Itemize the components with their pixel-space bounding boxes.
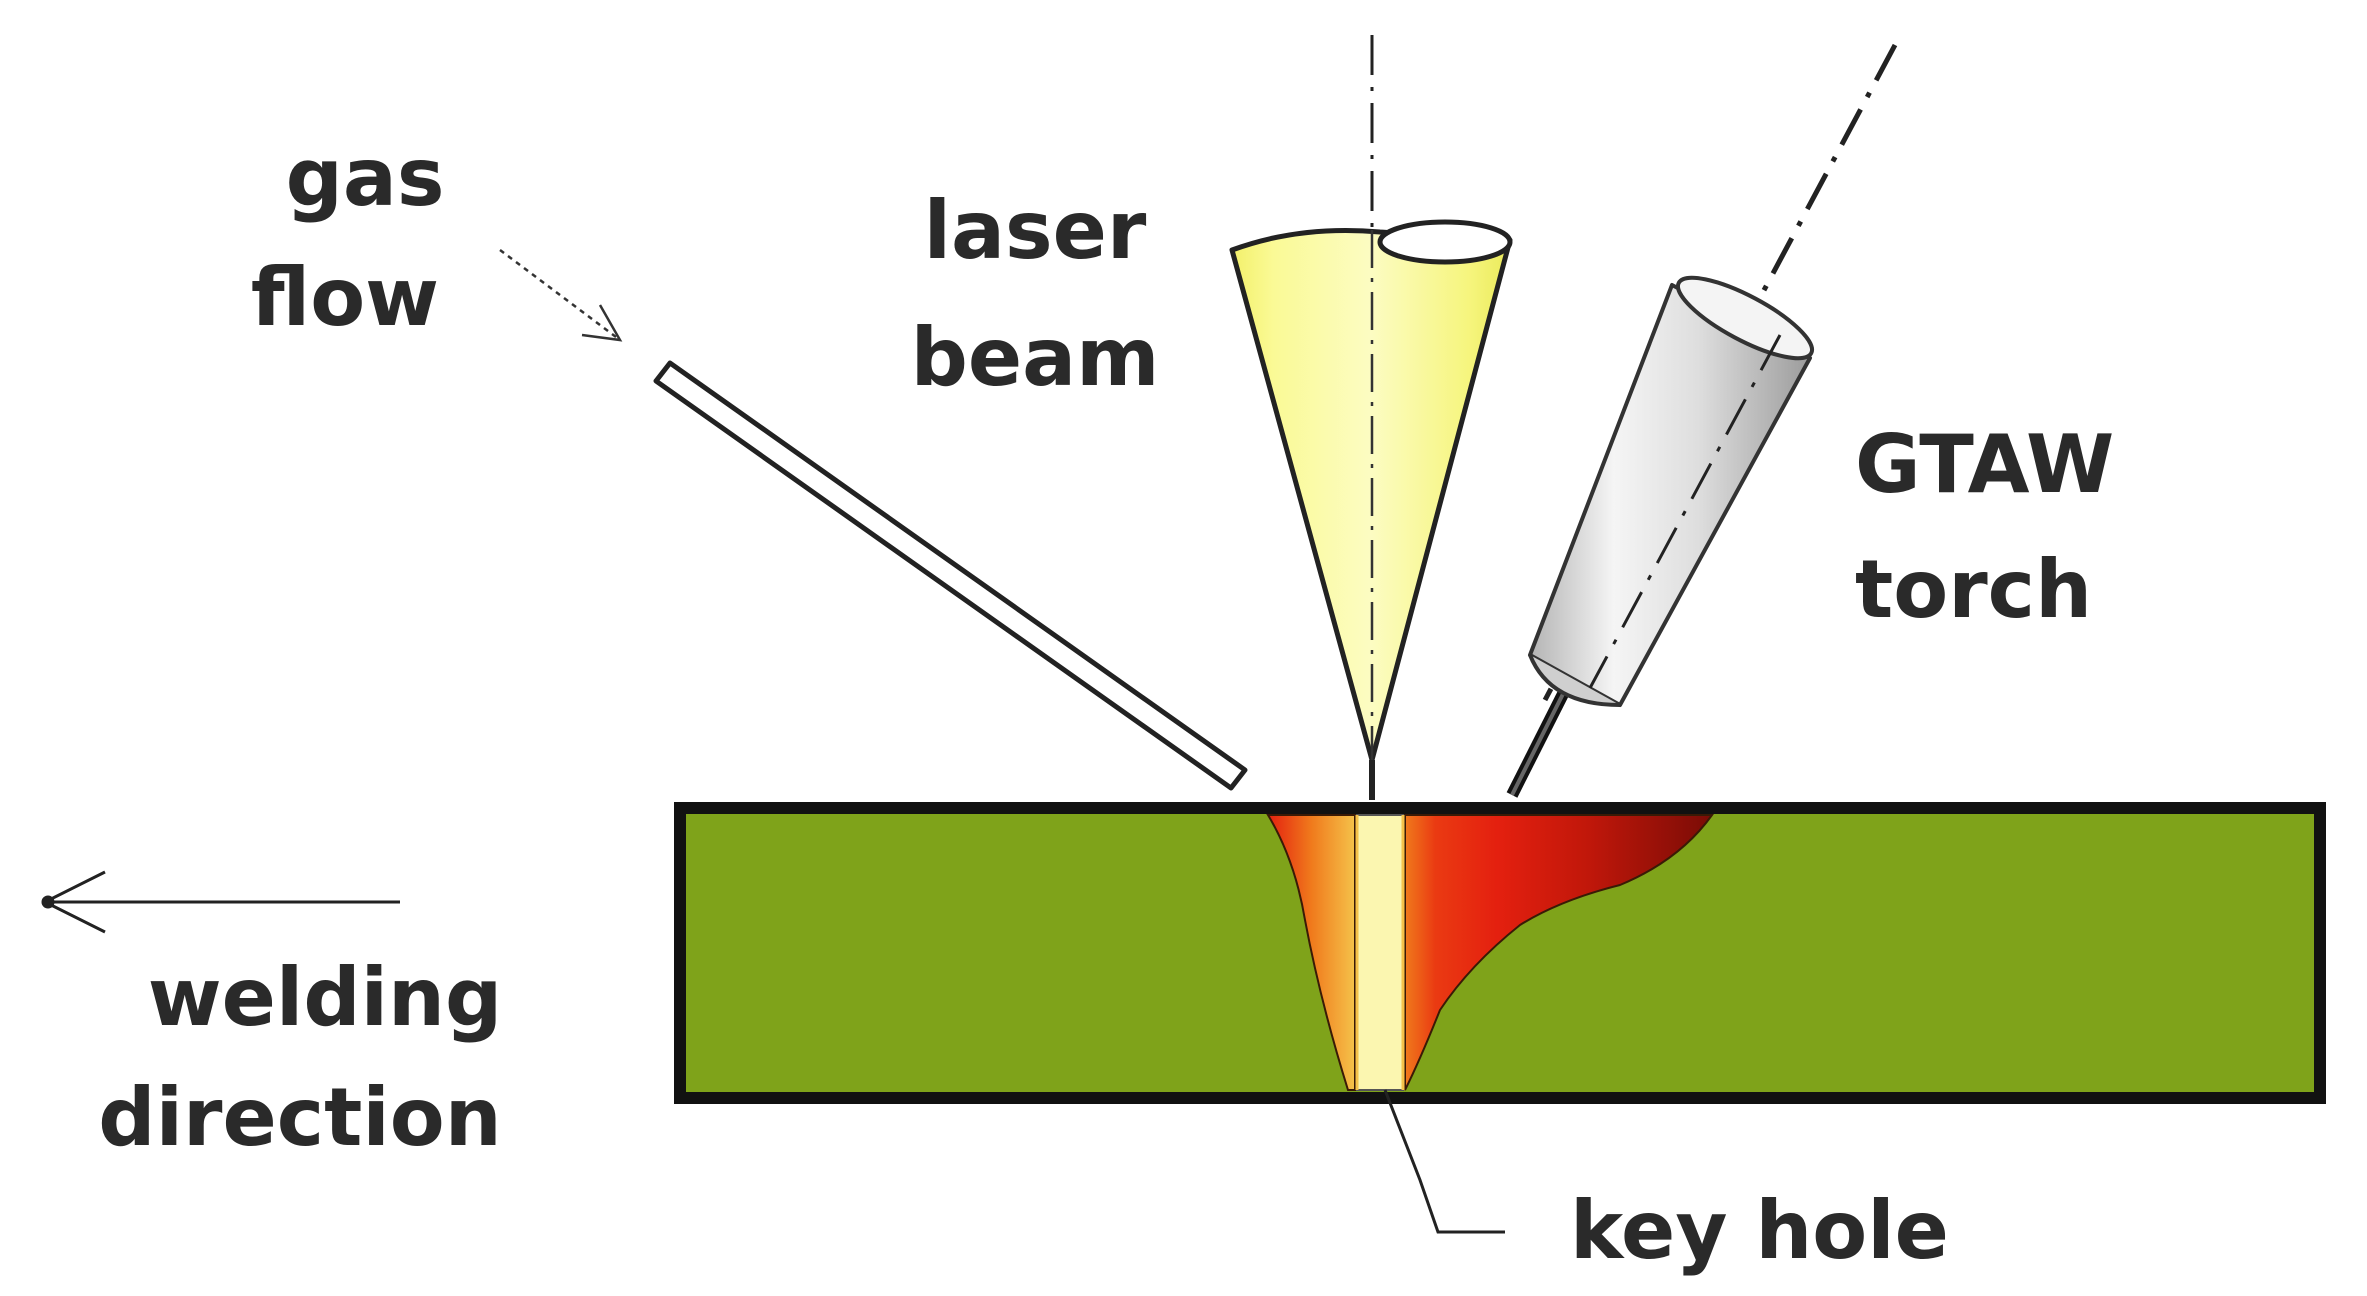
key-hole-leader [1383, 1089, 1505, 1234]
laser-cone-icon [1229, 219, 1513, 800]
gtaw-torch-icon [1506, 275, 1815, 798]
label-gas: gas [286, 131, 445, 224]
keyhole [1355, 814, 1405, 1091]
weld-pool-left [1266, 814, 1356, 1091]
gas-flow-arrow-icon [499, 249, 623, 342]
weld-pool-right [1404, 814, 1714, 1091]
label-welding: welding [148, 951, 503, 1044]
label-torch: torch [1855, 543, 2092, 636]
label-key-hole: key hole [1570, 1184, 1949, 1277]
label-flow: flow [251, 251, 439, 344]
gas-nozzle-icon [653, 360, 1248, 791]
label-direction: direction [98, 1071, 501, 1164]
label-laser: laser [924, 184, 1147, 277]
label-beam: beam [911, 311, 1160, 404]
label-gtaw: GTAW [1855, 418, 2114, 511]
direction-arrow-icon [41, 870, 400, 934]
